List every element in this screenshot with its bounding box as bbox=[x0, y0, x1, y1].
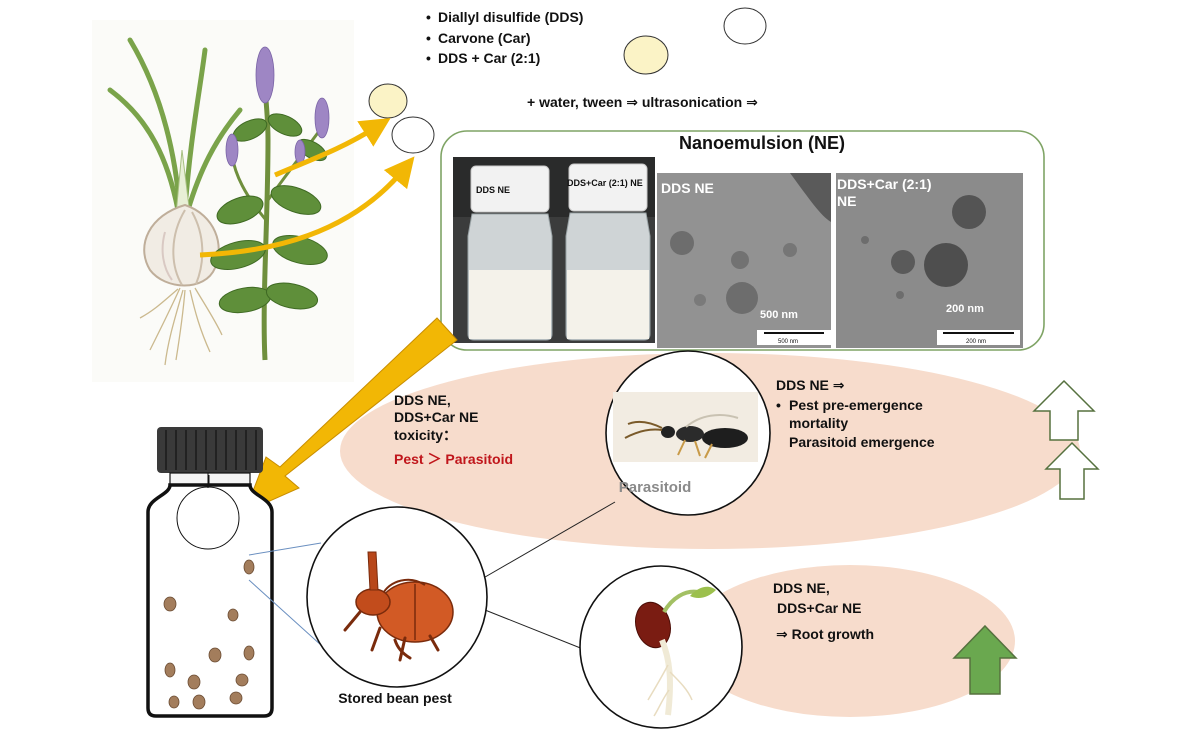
droplet-yellow-top bbox=[623, 35, 669, 75]
toxicity-comparison: Pest ＞ Parasitoid bbox=[394, 451, 513, 467]
pest-label: Stored bean pest bbox=[338, 690, 452, 706]
storage-jar bbox=[146, 427, 274, 718]
jar-beetles bbox=[163, 559, 255, 710]
garlic-to-droplet-arrow bbox=[199, 156, 415, 258]
jar-lid bbox=[157, 427, 263, 473]
pest-mortality-up-arrow bbox=[1032, 379, 1096, 441]
seedling-image bbox=[635, 586, 716, 717]
ingredient-list: • Diallyl disulfide (DDS) • Carvone (Car… bbox=[426, 9, 583, 66]
tem-image-mix bbox=[836, 173, 1023, 348]
tem-scale-dds: 500 nm bbox=[760, 309, 798, 321]
process-text: + water, tween ⇒ ultrasonication ⇒ bbox=[527, 94, 758, 110]
ingredient-2: Carvone (Car) bbox=[438, 30, 531, 46]
ingredient-1: Diallyl disulfide (DDS) bbox=[438, 9, 583, 25]
seed-line1: DDS NE, bbox=[773, 580, 830, 596]
plant-illustration bbox=[92, 20, 354, 382]
vial-label-mix: DDS+Car (2:1) NE bbox=[567, 178, 643, 188]
parasitoid-image bbox=[613, 392, 758, 462]
tem-label-dds: DDS NE bbox=[661, 180, 714, 196]
parasitoid-effect-line2: mortality bbox=[789, 415, 848, 431]
tem-label-mix-line1: DDS+Car (2:1) bbox=[837, 176, 932, 192]
panel-to-jar-arrow bbox=[244, 317, 458, 513]
bean-pest-image bbox=[343, 551, 454, 662]
zoom-line-top bbox=[248, 542, 322, 556]
parasitoid-effect-title: DDS NE ⇒ bbox=[776, 377, 845, 393]
parasitoid-effect-line1: Pest pre-emergence bbox=[789, 397, 923, 413]
tem-scale-mix: 200 nm bbox=[946, 303, 984, 315]
toxicity-line3: toxicity： bbox=[394, 427, 457, 443]
mint-to-droplet-arrow bbox=[274, 117, 391, 178]
oil-droplets bbox=[368, 7, 767, 154]
droplet-white-small bbox=[391, 116, 435, 154]
ingredient-bullet-3: • bbox=[426, 50, 431, 66]
pest-to-parasitoid-line bbox=[472, 501, 616, 585]
nanoemulsion-title: Nanoemulsion (NE) bbox=[679, 133, 845, 153]
vial-photo bbox=[453, 157, 655, 343]
parasitoid-effect-line3: Parasitoid emergence bbox=[789, 434, 935, 450]
parasitoid-emergence-up-arrow bbox=[1044, 441, 1100, 500]
pest-to-seed-line bbox=[469, 603, 594, 654]
root-growth-up-arrow bbox=[952, 624, 1018, 695]
ingredient-bullet-1: • bbox=[426, 9, 431, 25]
ingredient-bullet-2: • bbox=[426, 30, 431, 46]
tem-scalebar-mix: 200 nm bbox=[966, 339, 986, 345]
seed-line3: ⇒ Root growth bbox=[776, 626, 874, 642]
toxicity-line2: DDS+Car NE bbox=[394, 409, 478, 425]
parasitoid-effect-bullet: • bbox=[776, 397, 781, 413]
droplet-white-top bbox=[723, 7, 767, 45]
vial-label-dds: DDS NE bbox=[476, 185, 510, 195]
tem-scalebar-dds: 500 nm bbox=[778, 339, 798, 345]
zoom-line-bottom bbox=[248, 579, 323, 647]
droplet-yellow-small bbox=[368, 83, 408, 119]
tem-image-dds bbox=[657, 173, 831, 348]
tem-label-mix-line2: NE bbox=[837, 193, 856, 209]
parasitoid-label: Parasitoid bbox=[619, 479, 692, 496]
root-growth-ellipse bbox=[685, 565, 1015, 717]
seed-line2: DDS+Car NE bbox=[777, 600, 861, 616]
toxicity-line1: DDS NE, bbox=[394, 392, 451, 408]
ingredient-3: DDS + Car (2:1) bbox=[438, 50, 540, 66]
